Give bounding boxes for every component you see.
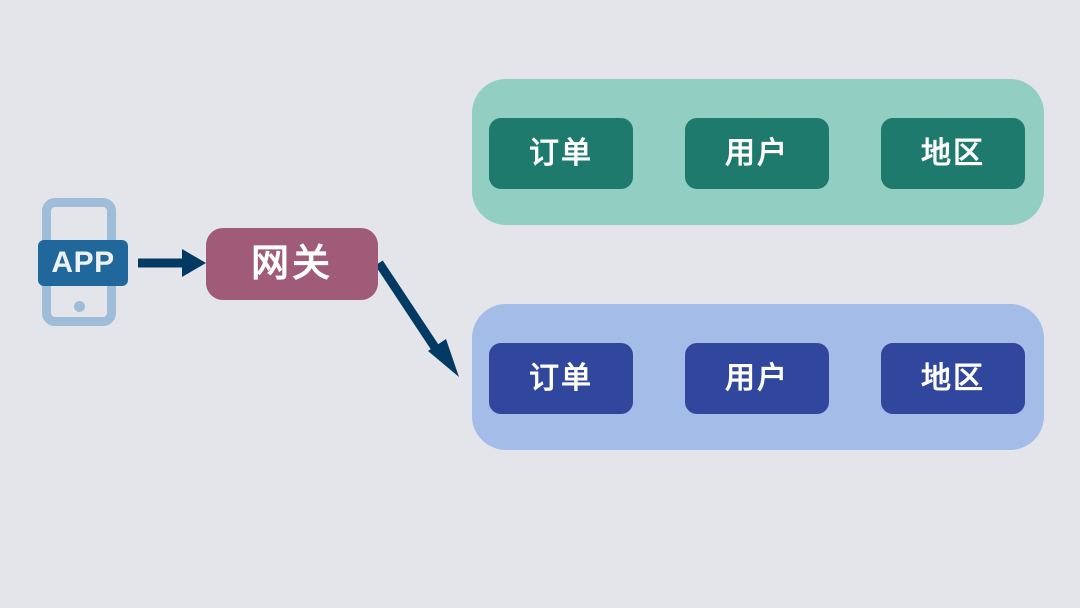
service-chip-label: 用户 [725,361,789,395]
app-badge: APP [38,240,128,286]
service-chip-label: 订单 [529,136,593,170]
service-chip-user-blue: 用户 [685,343,829,414]
app-client-node: APP [38,198,128,326]
green-service-group: 订单 用户 地区 [472,79,1044,225]
phone-home-button-icon [74,301,85,312]
blue-service-group: 订单 用户 地区 [472,304,1044,450]
app-label: APP [51,246,115,279]
gateway-label: 网关 [250,243,333,285]
service-chip-label: 订单 [529,361,593,395]
service-chip-label: 地区 [921,361,985,395]
service-chip-user-green: 用户 [685,118,829,189]
app-to-gateway-arrow [138,249,206,277]
service-chip-region-blue: 地区 [881,343,1025,414]
service-chip-label: 用户 [725,136,789,170]
gateway-to-blue-group-arrow [375,260,459,377]
service-chip-order-green: 订单 [489,118,633,189]
gateway-node: 网关 [206,228,378,300]
service-chip-label: 地区 [921,136,985,170]
service-chip-order-blue: 订单 [489,343,633,414]
service-chip-region-green: 地区 [881,118,1025,189]
